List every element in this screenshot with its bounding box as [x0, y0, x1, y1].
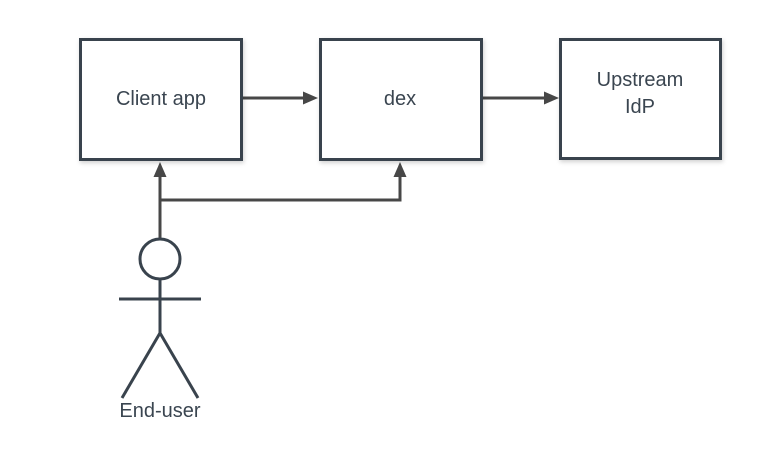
actor-end-user: End-user: [119, 237, 201, 422]
node-label: dex: [384, 88, 416, 110]
edge-end-user-to-dex: [160, 162, 407, 202]
arrowhead-icon: [153, 162, 167, 177]
actor-label: End-user: [119, 400, 200, 422]
actor-head-icon: [138, 237, 182, 281]
node-box: [79, 38, 243, 161]
edge-dex-to-upstream-idp: [483, 91, 559, 105]
arrowhead-icon: [544, 91, 559, 105]
edge-client-app-to-dex: [243, 91, 318, 105]
node-label-line2: IdP: [625, 96, 655, 118]
node-label-line1: Upstream: [597, 69, 684, 91]
node-box: [319, 38, 483, 161]
node-box: [559, 38, 722, 160]
edge-end-user-to-client-app: [153, 162, 167, 238]
node-label: Client app: [116, 88, 206, 110]
arrowhead-icon: [393, 162, 407, 177]
edge-line: [160, 176, 402, 202]
actor-right-leg-icon: [158, 332, 200, 399]
arrowhead-icon: [303, 91, 318, 105]
node-client-app: Client app: [79, 38, 243, 161]
actor-left-leg-icon: [120, 332, 162, 399]
node-upstream-idp: Upstream IdP: [559, 38, 722, 160]
node-dex: dex: [319, 38, 483, 161]
